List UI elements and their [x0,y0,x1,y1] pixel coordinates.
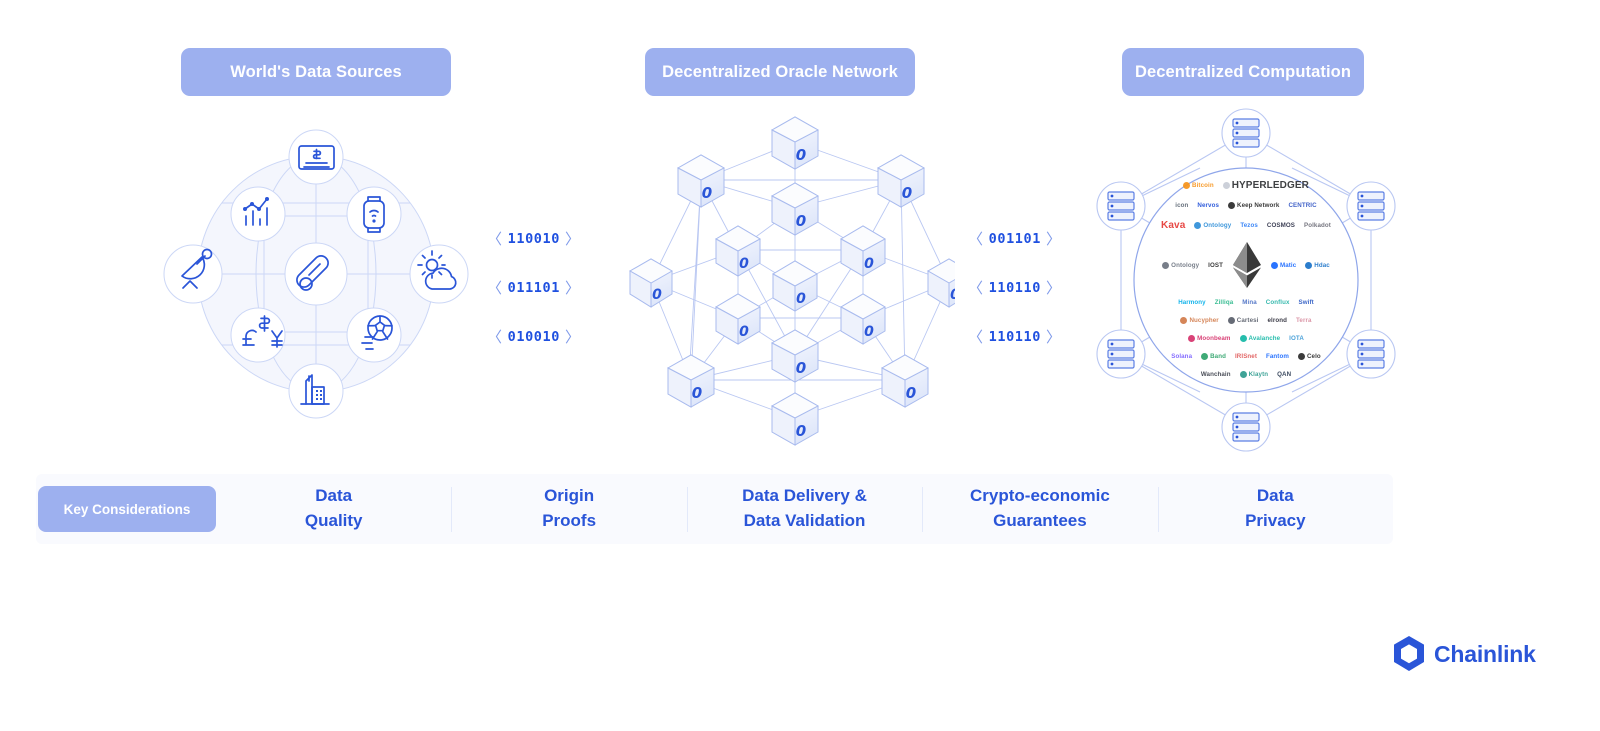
key-consideration-item[interactable]: Data Delivery & Data Validation [686,486,922,532]
oracle-node: 0 [839,293,887,345]
kc-line-1: Data [1256,486,1294,506]
packet-stream-left: 〈 110010 〉 〈 011101 〉 〈 010010 〉 [487,214,581,361]
data-source-node-thermometer [284,242,348,306]
oracle-node: 0 [666,354,716,408]
bracket-open-icon: 〈 [487,231,503,248]
oracle-node: 0 [714,225,762,277]
kc-line-1: Data Delivery & [742,486,867,506]
packet-bits: 110110 [988,279,1041,296]
bracket-open-icon: 〈 [487,280,503,297]
data-source-node-currency [230,307,286,363]
packet-line: 〈 011101 〉 [487,263,581,312]
compute-node-server [1346,329,1396,379]
data-source-node-buildings [288,363,344,419]
svg-text:0: 0 [864,324,874,340]
svg-text:0: 0 [902,184,912,202]
section-header-oracle-network: Decentralized Oracle Network [645,48,915,96]
svg-text:0: 0 [739,256,749,272]
kc-line-2: Proofs [542,511,597,530]
kc-line-2: Data Validation [743,511,866,530]
packet-line: 〈 110110 〉 [968,312,1062,361]
section-header-computation: Decentralized Computation [1122,48,1364,96]
oracle-node: 0 [628,258,674,308]
bracket-open-icon: 〈 [487,329,503,346]
bracket-close-icon: 〉 [564,231,581,248]
bracket-close-icon: 〉 [1045,329,1062,346]
data-source-node-satellite-dish [163,244,223,304]
svg-text:0: 0 [739,324,749,340]
packet-bits: 001101 [988,230,1041,247]
section-header-data-sources: World's Data Sources [181,48,451,96]
svg-text:0: 0 [796,212,806,230]
packet-line: 〈 010010 〉 [487,312,581,361]
chainlink-hexagon-icon [1394,636,1424,671]
svg-text:0: 0 [906,384,916,402]
bracket-close-icon: 〉 [1045,231,1062,248]
oracle-node: 0 [714,293,762,345]
compute-node-server [1096,329,1146,379]
svg-text:0: 0 [692,384,702,402]
packet-line: 〈 110010 〉 [487,214,581,263]
chainlink-wordmark: Chainlink [1434,640,1536,667]
packet-stream-right: 〈 001101 〉 〈 110110 〉 〈 110110 〉 [968,214,1062,361]
svg-text:0: 0 [652,287,662,303]
compute-node-server [1096,181,1146,231]
key-consideration-item[interactable]: Data Quality [216,486,451,532]
oracle-node: 0 [876,154,926,208]
key-consideration-item[interactable]: Crypto-economic Guarantees [922,486,1157,532]
oracle-node: 0 [770,392,820,446]
key-considerations-bar: Key Considerations Data Quality Origin P… [36,474,1393,544]
packet-bits: 110010 [507,230,560,247]
packet-line: 〈 110110 〉 [968,263,1062,312]
computation-graphic [1096,108,1396,452]
svg-text:0: 0 [796,146,806,164]
oracle-node: 0 [770,182,820,236]
oracle-node: 0 [771,260,819,312]
data-source-node-sports-ball [346,307,402,363]
svg-text:0: 0 [796,359,806,377]
kc-line-1: Data [315,486,353,506]
svg-text:0: 0 [796,422,806,440]
oracle-node: 0 [770,329,820,383]
svg-text:0: 0 [796,291,806,307]
bracket-open-icon: 〈 [968,231,984,248]
key-consideration-item[interactable]: Data Privacy [1157,486,1393,532]
bracket-close-icon: 〉 [564,329,581,346]
oracle-node: 0 [770,116,820,170]
blockchain-ecosystem-circle [1133,167,1359,393]
oracle-node: 0 [676,154,726,208]
packet-bits: 010010 [507,328,560,345]
kc-line-2: Guarantees [993,511,1087,530]
oracle-node: 0 [926,258,955,308]
compute-node-server [1221,402,1271,452]
oracle-network-graphic: 0 0 0 0 0 0 0 0 0 0 0 0 0 0 0 [628,116,955,446]
data-source-node-payment-card [288,129,344,185]
bracket-close-icon: 〉 [564,280,581,297]
chainlink-logo: Chainlink [1393,636,1536,672]
data-source-node-smartwatch [346,186,402,242]
svg-text:0: 0 [864,256,874,272]
packet-bits: 011101 [507,279,560,296]
bracket-open-icon: 〈 [968,329,984,346]
kc-line-2: Privacy [1245,511,1306,530]
key-considerations-pill: Key Considerations [38,486,216,532]
oracle-node: 0 [880,354,930,408]
kc-line-2: Quality [304,511,363,530]
packet-line: 〈 001101 〉 [968,214,1062,263]
bracket-open-icon: 〈 [968,280,984,297]
kc-line-1: Crypto-economic [970,486,1110,506]
key-consideration-item[interactable]: Origin Proofs [451,486,686,532]
bracket-close-icon: 〉 [1045,280,1062,297]
data-source-node-weather [409,244,469,304]
svg-text:0: 0 [950,287,955,303]
oracle-node: 0 [839,225,887,277]
compute-node-server [1346,181,1396,231]
kc-line-1: Origin [544,486,595,506]
compute-node-server [1221,108,1271,158]
packet-bits: 110110 [988,328,1041,345]
data-source-node-market-chart [230,186,286,242]
data-sources-graphic [163,129,469,419]
svg-text:0: 0 [702,184,712,202]
